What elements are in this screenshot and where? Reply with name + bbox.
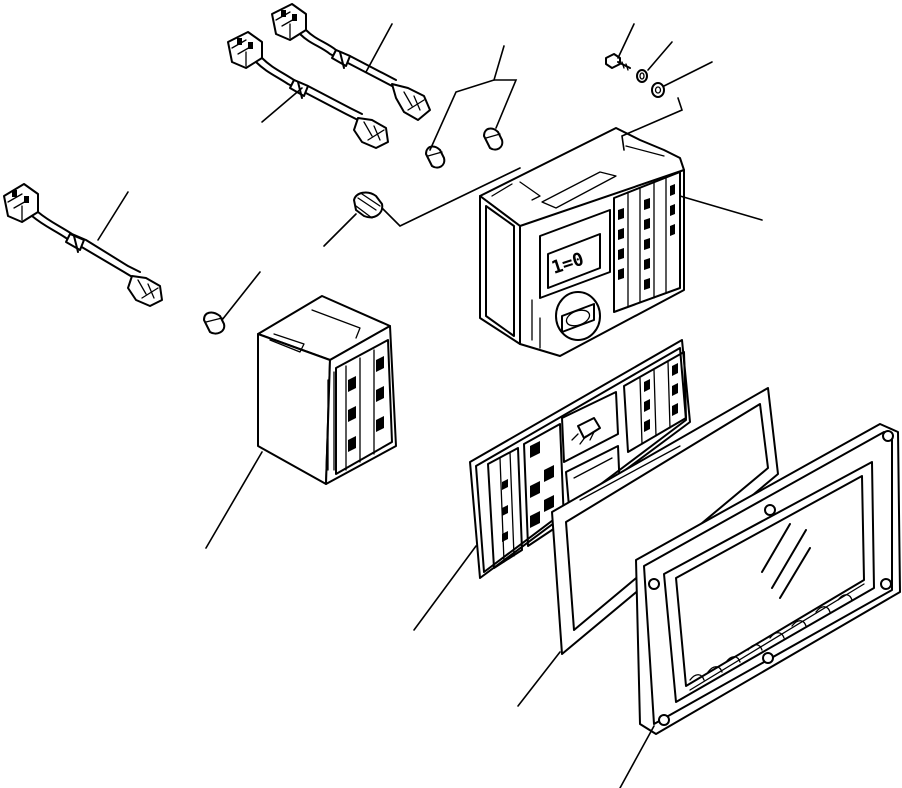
cover-frame <box>635 423 901 735</box>
bulb-upper-left <box>425 145 446 169</box>
bulb-upper-right <box>483 127 504 151</box>
bulb-lower <box>203 311 226 335</box>
gasket <box>551 387 779 655</box>
screw <box>605 53 631 71</box>
indicator-module <box>257 295 397 485</box>
lock-washer <box>636 69 648 83</box>
washer <box>651 82 665 98</box>
wiring-harness-top <box>271 3 431 121</box>
face-panel <box>469 339 691 579</box>
wiring-harness-left <box>3 183 163 307</box>
bulb-socket <box>353 191 384 219</box>
monitor-module: 1=0 <box>479 127 685 357</box>
leader-lines <box>97 23 763 788</box>
wiring-harness-middle <box>227 31 389 149</box>
